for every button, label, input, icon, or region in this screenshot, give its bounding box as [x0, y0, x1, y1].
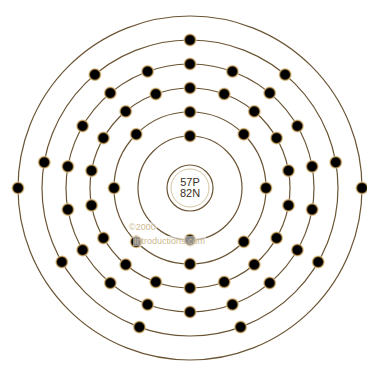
electron — [270, 231, 284, 245]
electron — [290, 243, 304, 257]
electron — [234, 320, 248, 334]
electron — [217, 275, 231, 289]
electron — [278, 68, 292, 82]
electron — [76, 119, 90, 133]
electron-shell — [18, 16, 362, 360]
nucleus-label: 82N — [180, 188, 200, 199]
electron — [247, 104, 261, 118]
electron — [290, 119, 304, 133]
electron — [55, 255, 69, 269]
electron — [305, 203, 319, 217]
electron — [183, 281, 197, 295]
electron — [183, 257, 197, 271]
electron — [119, 104, 133, 118]
nucleus-inner-ring — [171, 169, 209, 207]
electron — [11, 181, 25, 195]
electron — [183, 305, 197, 319]
electron — [85, 198, 99, 212]
electron — [263, 86, 277, 100]
electron — [103, 276, 117, 290]
electron-shells — [18, 16, 362, 360]
nucleus-circle — [167, 165, 213, 211]
electron — [85, 164, 99, 178]
electron — [263, 276, 277, 290]
electron — [225, 298, 239, 312]
watermark: Introductions.com — [133, 236, 206, 246]
electron — [217, 87, 231, 101]
electron — [119, 258, 133, 272]
electron — [61, 159, 75, 173]
electron — [96, 231, 110, 245]
electron-shell — [66, 64, 314, 312]
watermark: ©2000 — [128, 222, 157, 232]
electron — [61, 203, 75, 217]
electron — [141, 298, 155, 312]
electron — [88, 68, 102, 82]
electron — [183, 81, 197, 95]
electron — [225, 64, 239, 78]
electron — [149, 275, 163, 289]
electrons — [11, 33, 367, 334]
electron-shell — [42, 40, 338, 336]
electron — [237, 127, 251, 141]
electron — [107, 181, 121, 195]
electron — [37, 155, 51, 169]
electron — [129, 127, 143, 141]
electron — [141, 64, 155, 78]
electron — [237, 235, 251, 249]
nucleus: 57P82N — [166, 164, 214, 212]
electron — [183, 129, 197, 143]
electron — [281, 198, 295, 212]
electron — [103, 86, 117, 100]
electron — [247, 258, 261, 272]
electron — [149, 87, 163, 101]
electron — [183, 33, 197, 47]
electron — [355, 181, 367, 195]
electron — [259, 181, 273, 195]
electron — [270, 131, 284, 145]
electron — [305, 159, 319, 173]
electron — [183, 105, 197, 119]
electron-shell — [114, 112, 266, 264]
electron — [311, 255, 325, 269]
electron — [183, 57, 197, 71]
electron — [281, 164, 295, 178]
nucleus-label: 57P — [180, 177, 200, 188]
electron — [329, 155, 343, 169]
electron — [76, 243, 90, 257]
electron — [132, 320, 146, 334]
electron-shell — [90, 88, 290, 288]
electron — [96, 131, 110, 145]
